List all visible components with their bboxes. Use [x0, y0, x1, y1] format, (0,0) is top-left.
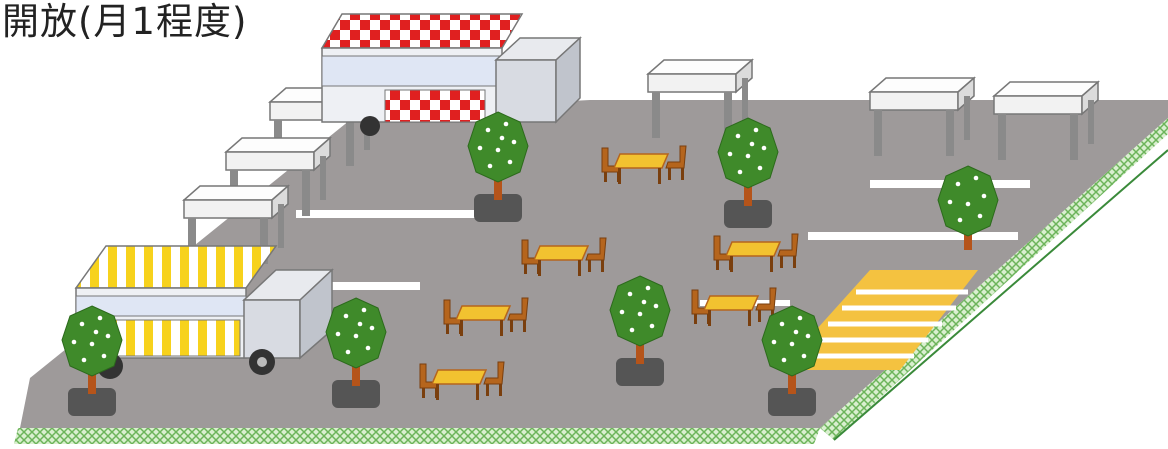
food-truck-icon	[322, 14, 580, 136]
hedge-bottom	[14, 428, 820, 444]
